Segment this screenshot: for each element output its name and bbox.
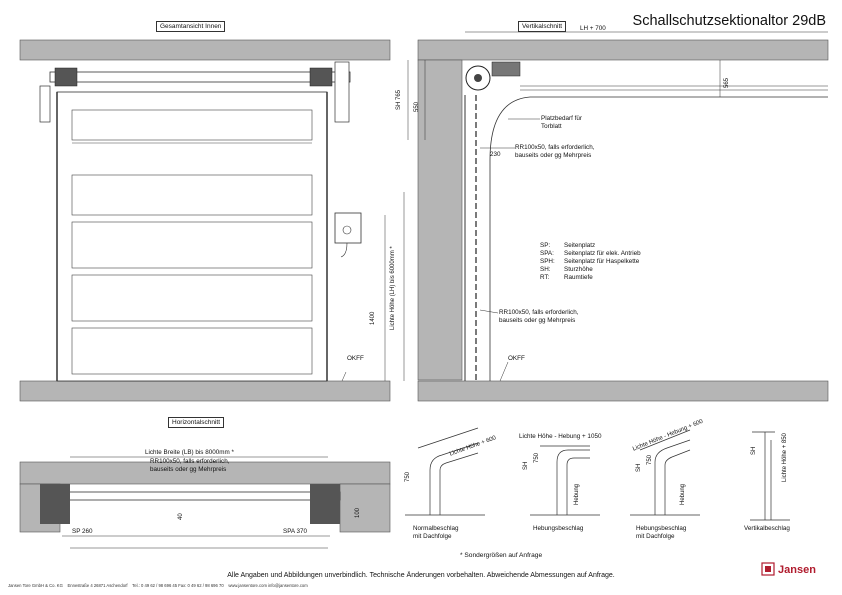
note-rr-mid-2: bauseits oder gg Mehrpreis xyxy=(499,317,576,324)
fitting-lift-top: Lichte Höhe - Hebung + 1050 xyxy=(519,433,602,440)
dim-sp260: SP 260 xyxy=(72,528,93,535)
legend-text: Seitenplatz für Haspelkette xyxy=(564,258,640,265)
fitting-normal-caption-2: mit Dachfolge xyxy=(413,533,452,540)
legend-text: Raumtiefe xyxy=(564,274,593,281)
sonder-note: * Sondergrößen auf Anfrage xyxy=(460,552,543,559)
dim-lichte-breite: Lichte Breite (LB) bis 8000mm * xyxy=(145,449,234,456)
note-rr-mid-1: RR100x50, falls erforderlich, xyxy=(499,309,579,316)
note-rr-horiz-1: RR100x50, falls erforderlich, xyxy=(150,458,230,465)
horizontal-section xyxy=(19,456,391,549)
fitting-normal xyxy=(405,427,485,516)
legend-code: SPH: xyxy=(540,258,555,265)
fitting-lift-hebung: Hebung xyxy=(574,483,580,505)
fitting-normal-caption-1: Normalbeschlag xyxy=(413,525,459,532)
note-platzbedarf-2: Torblatt xyxy=(541,123,562,130)
legend-code: SP: xyxy=(540,242,551,249)
footer-tel: Tel.: 0 49 62 / 98 696 45 Fax: 0 49 62 /… xyxy=(132,583,224,588)
fitting-lift-roof-hebung: Hebung xyxy=(680,483,686,505)
note-rr-horiz-2: bauseits oder gg Mehrpreis xyxy=(150,466,227,473)
vertical-section xyxy=(403,31,829,402)
fitting-lift xyxy=(530,445,600,516)
dim-565: 565 xyxy=(724,77,730,88)
okff-vertical: OKFF xyxy=(508,355,525,362)
fitting-lift-roof xyxy=(630,429,700,516)
dim-230: 230 xyxy=(490,151,501,158)
fitting-lift-sh: SH xyxy=(523,461,529,470)
fitting-lift-roof-sh: SH xyxy=(636,463,642,472)
view-label-horizontal: Horizontalschnitt xyxy=(168,417,225,428)
note-rr-top-2: bauseits oder gg Mehrpreis xyxy=(515,152,592,159)
jansen-logo: Jansen xyxy=(778,564,816,576)
footer-web: www.jansentore.com info@jansentore.com xyxy=(228,583,308,588)
note-platzbedarf-1: Platzbedarf für xyxy=(541,115,582,122)
dim-550: 550 xyxy=(414,101,420,112)
okff-inside: OKFF xyxy=(347,355,364,362)
fitting-lift-dim: 750 xyxy=(534,452,540,463)
dim-lh700: LH + 700 xyxy=(580,25,606,32)
dim-spa370: SPA 370 xyxy=(283,528,308,535)
footer-company: Jansen Tore GmbH & Co. KG Ennestraße 4 2… xyxy=(8,583,308,588)
fitting-lift-roof-caption-1: Hebungsbeschlag xyxy=(636,525,687,532)
note-rr-top-1: RR100x50, falls erforderlich, xyxy=(515,144,595,151)
footer-disclaimer: Alle Angaben und Abbildungen unverbindli… xyxy=(227,572,615,579)
footer-company-name: Jansen Tore GmbH & Co. KG xyxy=(8,583,63,588)
fitting-vertical-top: Lichte Höhe + 850 xyxy=(782,433,788,482)
legend-text: Seitenplatz xyxy=(564,242,596,249)
fitting-normal-dim: 750 xyxy=(405,471,411,482)
inside-view xyxy=(19,39,391,402)
dim-1400: 1400 xyxy=(370,311,376,325)
legend-text: Sturzhöhe xyxy=(564,266,593,273)
jansen-logo-mark xyxy=(761,562,775,576)
dim-40: 40 xyxy=(178,513,184,520)
legend-text: Seitenplatz für elek. Antrieb xyxy=(564,250,641,257)
fitting-vertical-caption-1: Vertikalbeschlag xyxy=(744,525,790,532)
view-label-inside: Gesamtansicht Innen xyxy=(156,21,226,32)
fitting-lift-roof-dim: 750 xyxy=(647,454,653,465)
fitting-lift-caption-1: Hebungsbeschlag xyxy=(533,525,584,532)
legend-code: SPA: xyxy=(540,250,554,257)
fitting-lift-roof-caption-2: mit Dachfolge xyxy=(636,533,675,540)
legend-code: SH: xyxy=(540,266,551,273)
legend-code: RT: xyxy=(540,274,550,281)
page-title: Schallschutzsektionaltor 29dB xyxy=(632,13,826,29)
dim-sh765: SH 765 xyxy=(396,89,402,110)
fitting-vertical-sh: SH xyxy=(751,446,757,455)
view-label-vertical: Vertikalschnitt xyxy=(518,21,567,32)
dim-lichte-hoehe: Lichte Höhe (LH) bis 6000mm * xyxy=(390,246,396,330)
footer-address: Ennestraße 4 26871 Aschendorf xyxy=(67,583,128,588)
dim-100: 100 xyxy=(355,507,361,518)
fitting-vertical xyxy=(750,431,790,521)
